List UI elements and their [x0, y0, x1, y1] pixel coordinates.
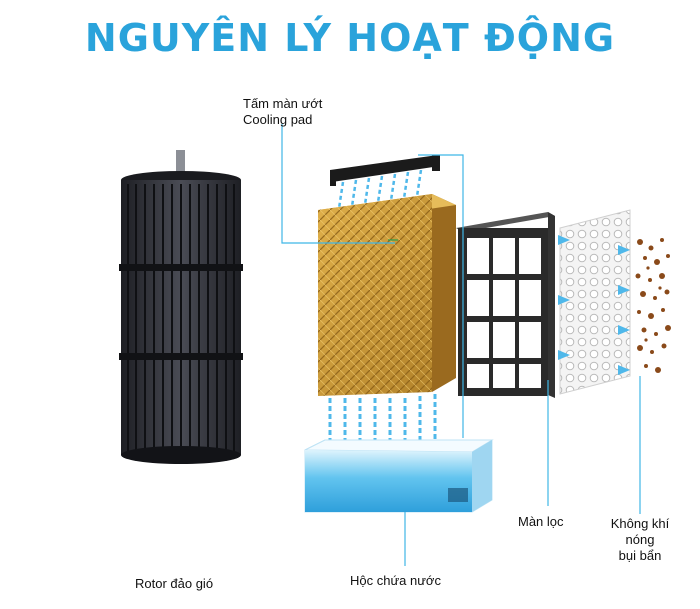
page-title: NGUYÊN LÝ HOẠT ĐỘNG	[84, 16, 616, 60]
dust-particles	[635, 238, 671, 373]
water-tank	[304, 439, 494, 513]
filter-frame	[456, 212, 555, 398]
label-hot-air-line2: nóng	[625, 532, 655, 547]
cooling-pad	[318, 194, 456, 396]
label-filter: Màn lọc	[518, 514, 564, 529]
label-hot-air-line3: bụi bẩn	[618, 548, 662, 563]
mesh-filter	[559, 209, 631, 395]
water-streams-top	[336, 169, 423, 216]
water-distributor-bar	[330, 155, 440, 186]
label-water-tank: Hộc chứa nước	[350, 573, 441, 588]
label-hot-air: Không khí nóng bụi bẩn	[602, 516, 678, 564]
airflow-arrows	[558, 235, 630, 375]
label-cooling-pad-line2: Cooling pad	[243, 112, 313, 127]
label-rotor: Rotor đảo gió	[135, 576, 214, 591]
leader-lines	[281, 124, 641, 566]
label-hot-air-line1: Không khí	[610, 516, 670, 531]
rotor-fan	[119, 150, 243, 464]
label-cooling-pad-line1: Tấm màn ướt	[243, 96, 323, 111]
label-cooling-pad: Tấm màn ướt Cooling pad	[243, 96, 322, 128]
